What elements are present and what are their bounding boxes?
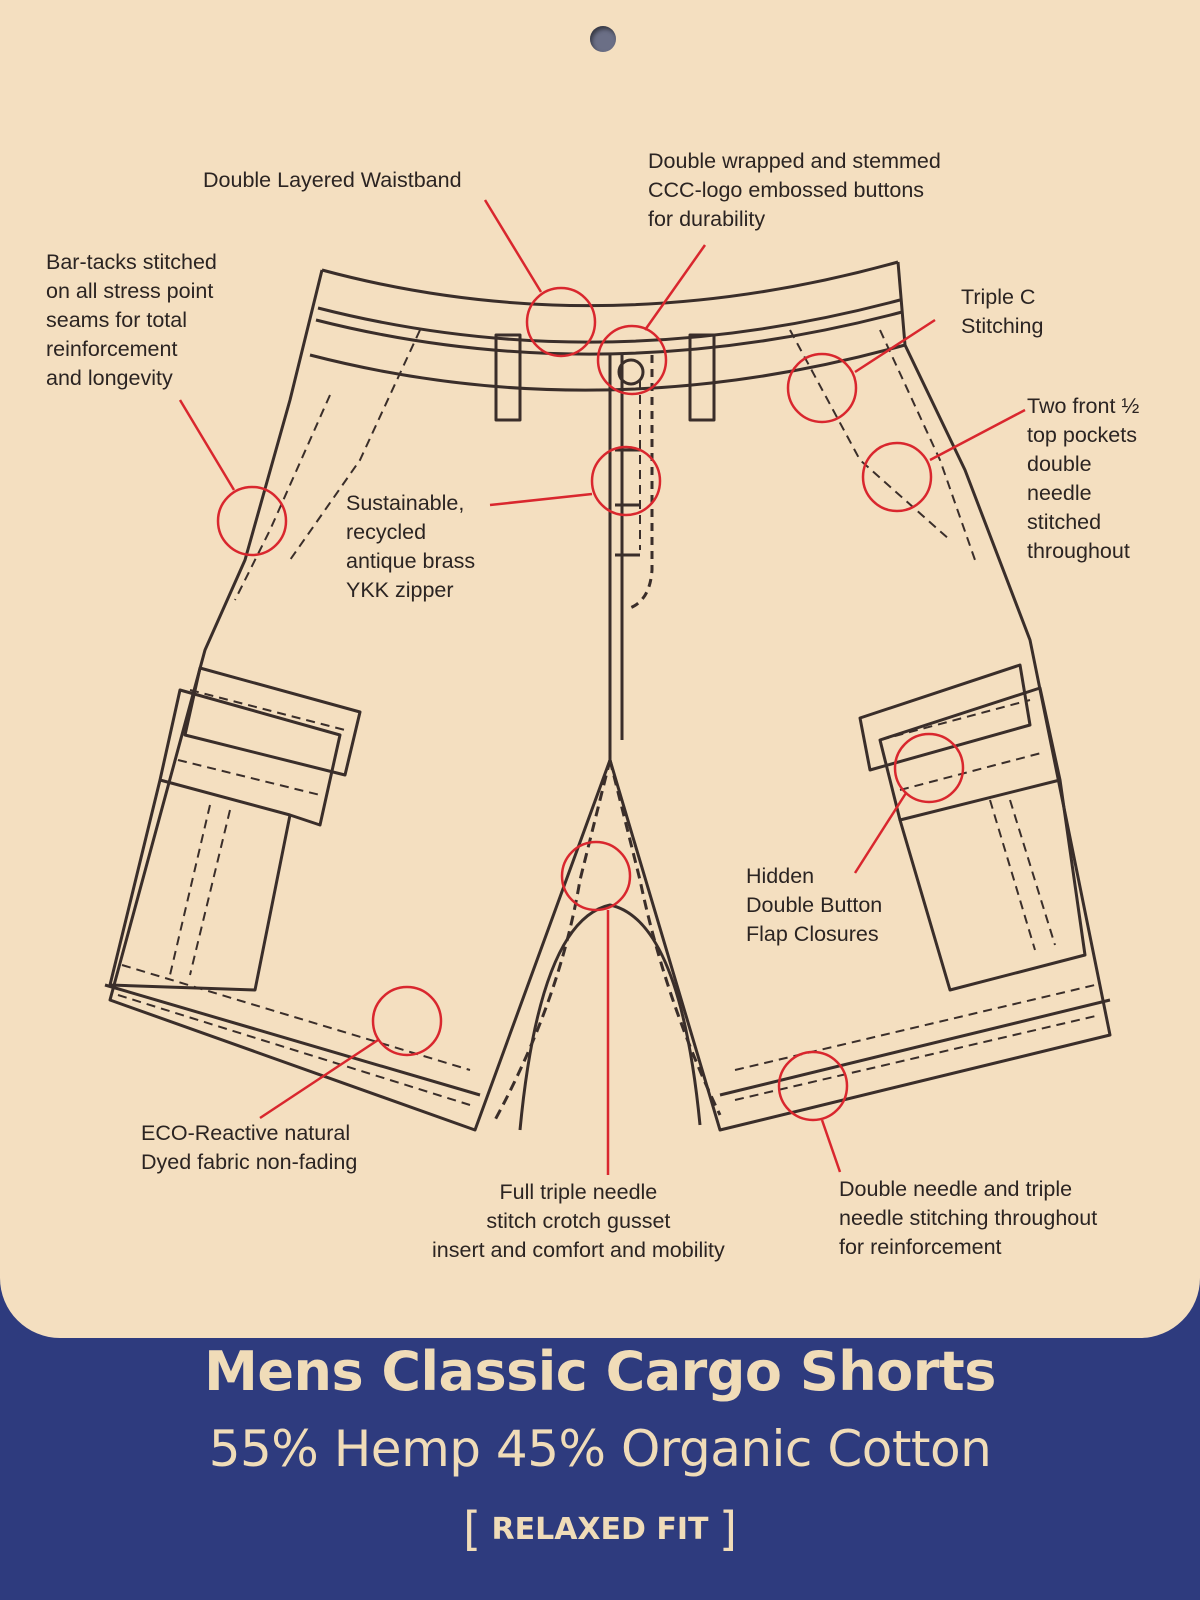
callout-circle-gusset [560,840,632,912]
fit-text: RELAXED FIT [491,1512,709,1547]
callout-circle-bartacks [216,485,288,557]
shorts-line-drawing [104,199,1112,1175]
fit-bracket-close: ] [718,1502,737,1556]
fabric-composition: 55% Hemp 45% Organic Cotton [208,1420,992,1478]
callout-gusset: Full triple needle stitch crotch gusset … [432,1180,725,1262]
callout-buttons: Double wrapped and stemmed CCC-logo embo… [648,149,941,231]
callout-circle-hem [777,1050,849,1122]
footer-band [0,1290,1200,1600]
fit-bracket-open: [ [463,1502,482,1556]
callout-triple-c: Triple C Stitching [961,285,1044,338]
callout-flaps: Hidden Double Button Flap Closures [746,864,883,946]
callout-circle-buttons [596,324,668,396]
waistband-bottom-edge [309,343,906,392]
product-name: Mens Classic Cargo Shorts [204,1340,996,1403]
callout-circle-flaps [893,732,965,804]
callout-circle-pockets [861,441,933,513]
callout-zipper: Sustainable, recycled antique brass YKK … [346,491,476,602]
callout-circle-eco [371,985,443,1057]
callout-circle-triple-c [786,352,858,424]
hang-hole [590,26,616,52]
callout-circle-waistband [525,286,597,358]
fit-label: [ RELAXED FIT ] [0,1502,1200,1556]
callout-hem: Double needle and triple needle stitchin… [839,1177,1098,1259]
callout-waistband: Double Layered Waistband [203,168,462,192]
callout-pockets: Two front ½ top pockets double needle st… [1027,394,1140,563]
waistband-top-edge [321,260,899,308]
callout-bartacks: Bar-tacks stitched on all stress point s… [46,250,217,390]
callout-circle-zipper [590,445,662,517]
callout-eco: ECO-Reactive natural Dyed fabric non-fad… [141,1121,358,1174]
